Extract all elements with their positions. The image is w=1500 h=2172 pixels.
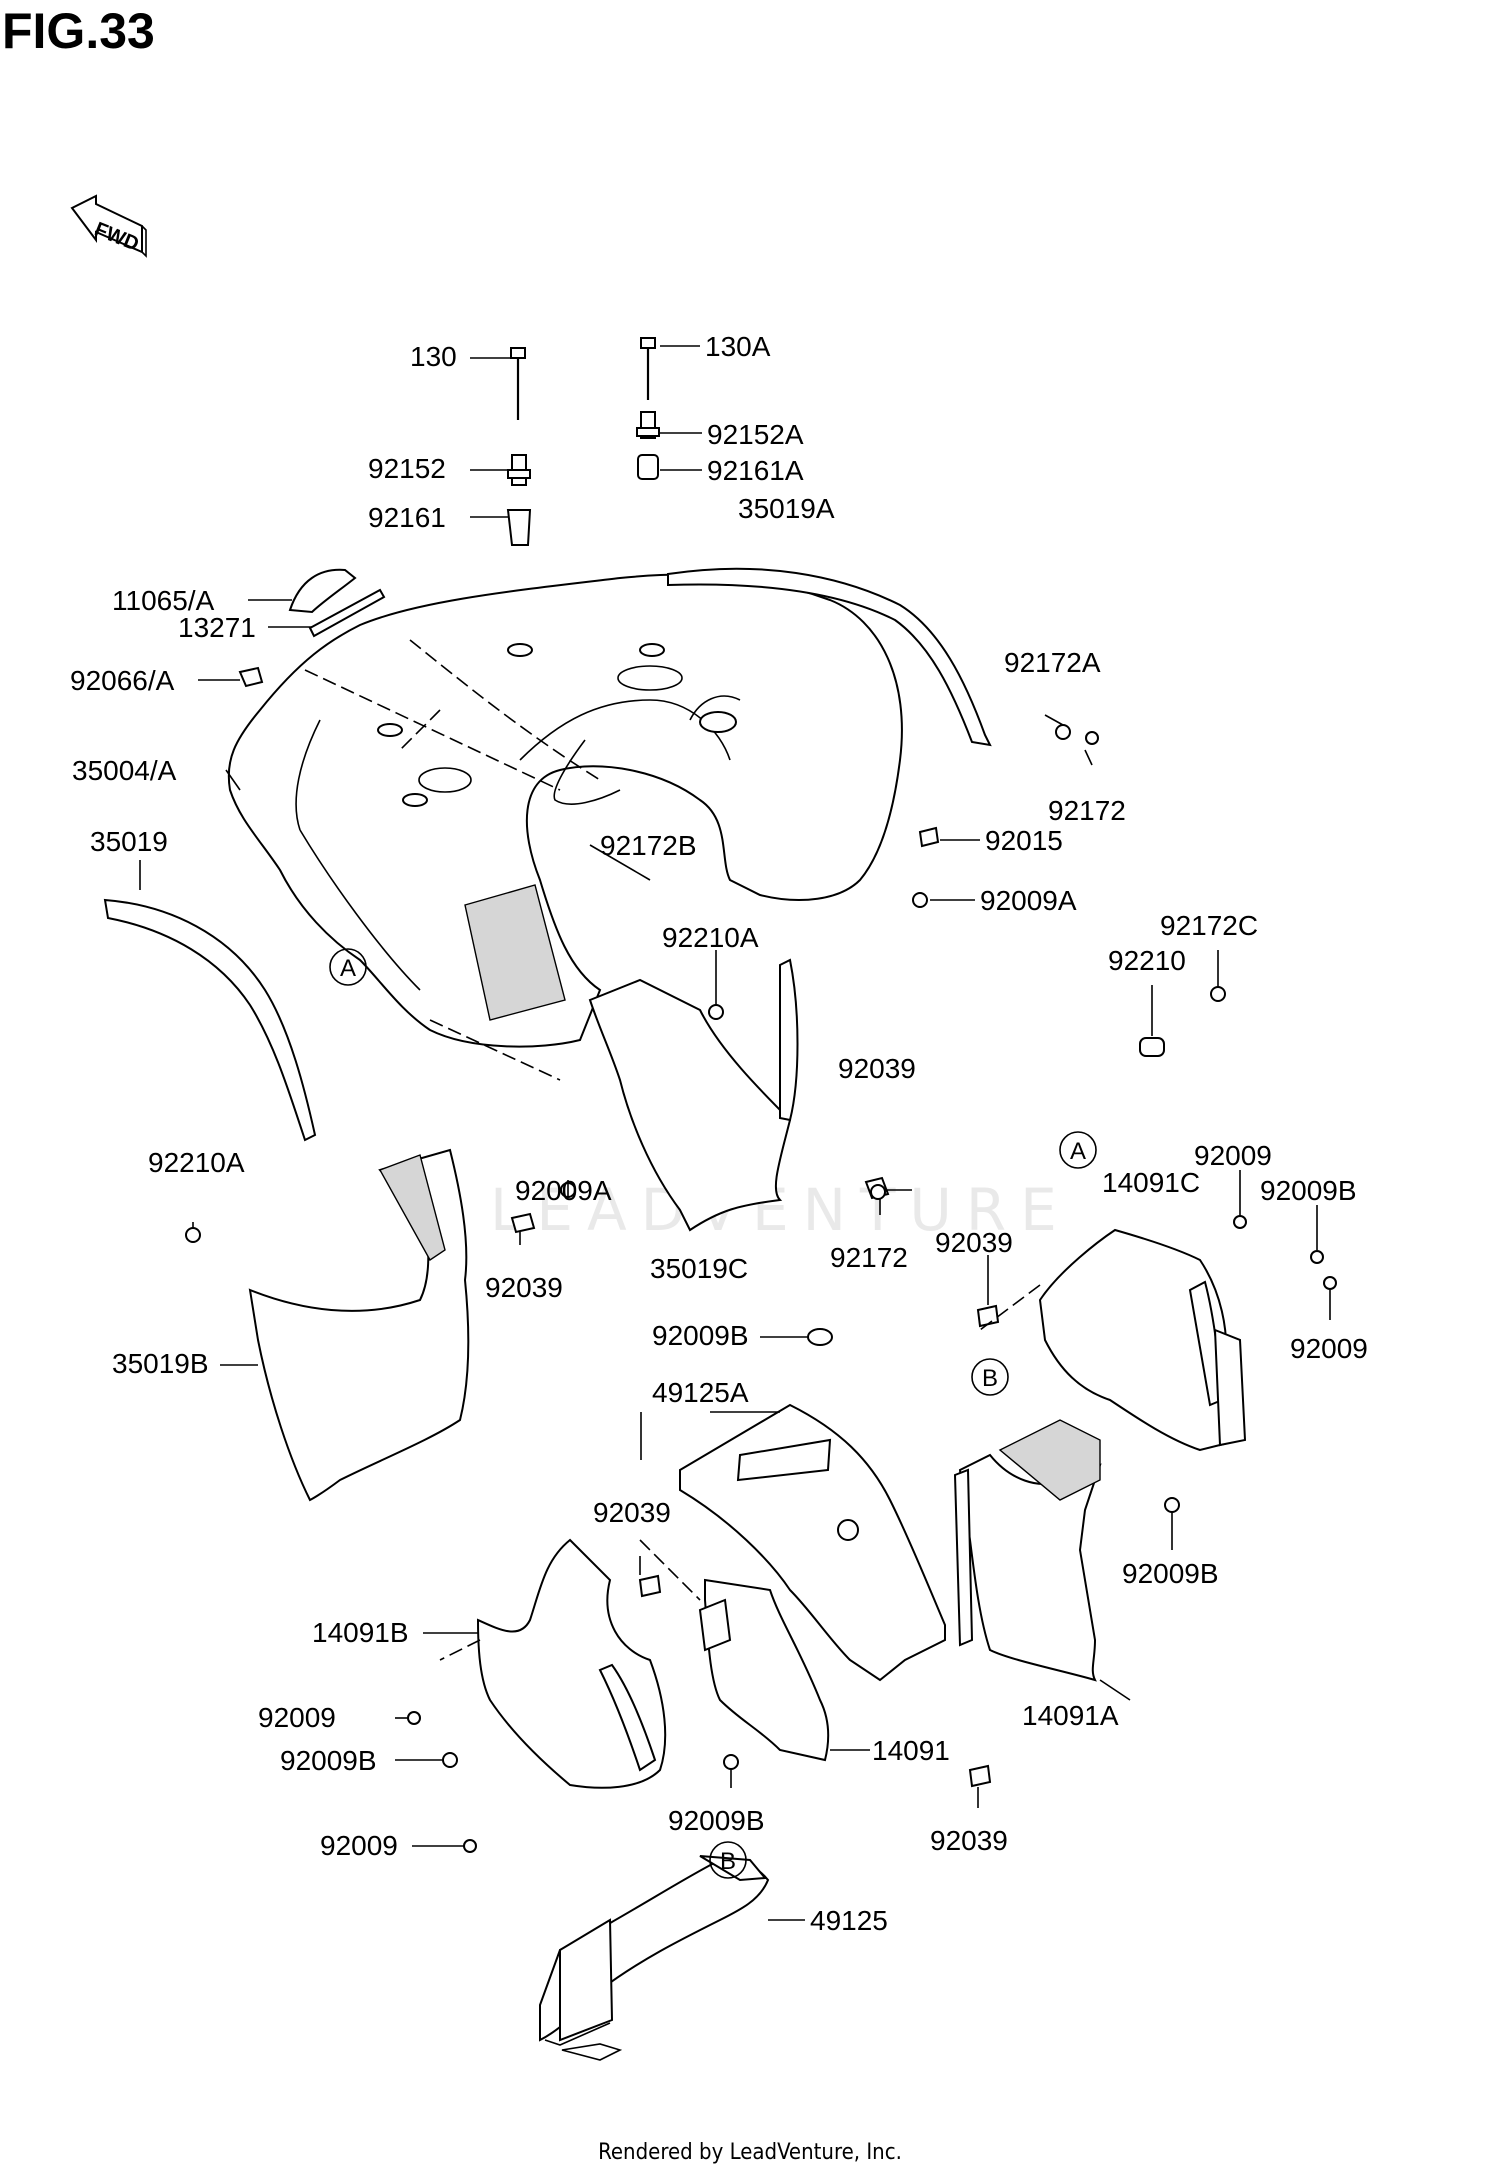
part-11065	[288, 568, 357, 614]
label: 92161A	[707, 455, 804, 486]
rear-fender-part	[227, 573, 903, 1048]
label: 92009B	[1122, 1558, 1219, 1589]
label: 14091C	[1102, 1167, 1200, 1198]
grommet-92161	[506, 509, 532, 546]
label: 92039	[593, 1497, 671, 1528]
label: 92009B	[668, 1805, 765, 1836]
label: 92009A	[515, 1175, 612, 1206]
label: 92009B	[1260, 1175, 1357, 1206]
strip-35019	[103, 898, 317, 1142]
ref-marker-b2: B	[709, 1841, 747, 1879]
part-13271	[308, 588, 386, 638]
bolt-130	[510, 347, 526, 420]
collar-92152a	[636, 411, 660, 439]
label: 11065/A	[112, 585, 215, 616]
label: 92009	[1194, 1140, 1272, 1171]
label: 92039	[838, 1053, 916, 1084]
label: 14091B	[312, 1617, 409, 1648]
label: 92152	[368, 453, 446, 484]
label: 92009B	[652, 1320, 749, 1351]
bolt-130a	[640, 337, 656, 400]
guard-14091b	[476, 1538, 667, 1789]
label: 35004/A	[72, 755, 177, 786]
ref-marker-a2: A	[1059, 1131, 1097, 1169]
label: 92210A	[662, 922, 759, 953]
label: 130	[410, 341, 457, 372]
panel-14091	[704, 1578, 830, 1762]
label: 35019B	[112, 1348, 209, 1379]
label: 35019A	[738, 493, 835, 524]
label: 92039	[935, 1227, 1013, 1258]
label: 49125A	[652, 1377, 749, 1408]
leader-lines	[139, 345, 1331, 1921]
strip-35019a	[667, 567, 992, 747]
label: 92015	[985, 825, 1063, 856]
label: 92172C	[1160, 910, 1258, 941]
label: 14091	[872, 1735, 950, 1766]
grommet-92161a	[637, 454, 659, 480]
label: 92039	[930, 1825, 1008, 1856]
label: 130A	[705, 331, 771, 362]
part-labels: 130 130A 92152 92152A 92161 92161A 35019…	[70, 331, 1368, 1936]
label: 92009A	[980, 885, 1077, 916]
svg-text:B: B	[720, 1848, 736, 1875]
fasteners	[185, 724, 1337, 1853]
label: 92009	[1290, 1333, 1368, 1364]
svg-text:A: A	[1070, 1138, 1086, 1165]
footer-credit: Rendered by LeadVenture, Inc.	[598, 2140, 902, 2165]
ref-marker-b1: B	[971, 1358, 1009, 1396]
label: 14091A	[1022, 1700, 1119, 1731]
label: 92066/A	[70, 665, 175, 696]
panel-35019c	[588, 978, 792, 1232]
label: 92009	[258, 1702, 336, 1733]
label: 92152A	[707, 419, 804, 450]
label: 92172	[830, 1242, 908, 1273]
label: 13271	[178, 612, 256, 643]
label: 92210A	[148, 1147, 245, 1178]
label: 49125	[810, 1905, 888, 1936]
label: 35019	[90, 826, 168, 857]
panel-35019b-edge	[378, 1154, 446, 1262]
fwd-arrow-icon: FWD	[70, 194, 147, 258]
collar-92152	[507, 454, 531, 486]
panel-35019b	[248, 1148, 470, 1502]
label: 92172A	[1004, 647, 1101, 678]
svg-text:B: B	[982, 1365, 998, 1392]
figure-title: FIG.33	[2, 3, 155, 59]
ref-marker-a1: A	[329, 948, 367, 986]
label: 92172	[1048, 795, 1126, 826]
label: 92039	[485, 1272, 563, 1303]
label: 92210	[1108, 945, 1186, 976]
clip-92066	[238, 666, 264, 688]
label: 35019C	[650, 1253, 748, 1284]
label: 92161	[368, 502, 446, 533]
svg-text:A: A	[340, 955, 356, 982]
label: 92009	[320, 1830, 398, 1861]
label: 92172B	[600, 830, 697, 861]
label: 92009B	[280, 1745, 377, 1776]
